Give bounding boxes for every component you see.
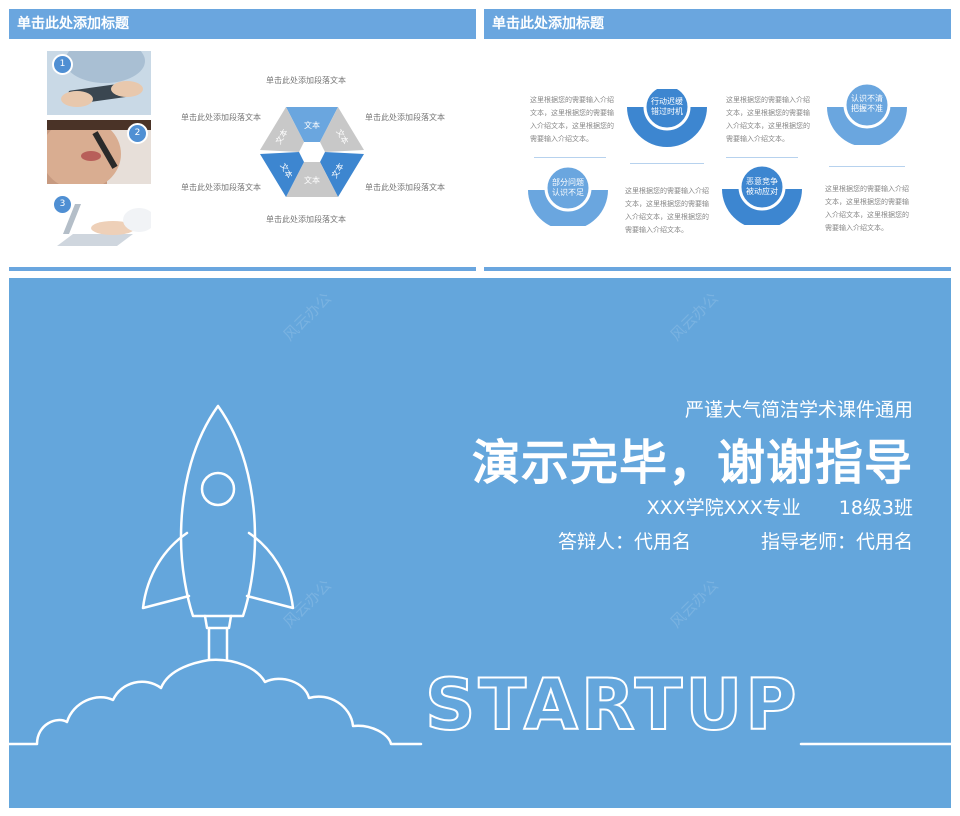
slide-title: 单击此处添加标题: [484, 9, 951, 39]
step-number-1: 1: [52, 54, 73, 75]
wheel-segment: [320, 152, 364, 197]
class-text: 18级3班: [838, 497, 913, 519]
slide-subtitle: 严谨大气简洁学术课件通用: [684, 399, 913, 421]
college-class-line: XXX学院XXX专业 18级3班: [647, 493, 913, 520]
college-text: XXX学院XXX专业: [646, 497, 801, 519]
item-label: 行动迟缓错过时机: [651, 97, 683, 116]
item-paragraph: 这里根据您的需要输入介绍文本，这里根据您的需要输入介绍文本，这里根据您的需要输入…: [625, 187, 709, 234]
presenter-advisor-line: 答辩人：代用名 指导老师：代用名: [558, 527, 913, 554]
item-label: 恶意竞争被动应对: [746, 177, 778, 196]
divider-line: [534, 157, 606, 158]
hexagon-wheel-diagram: 文本 文本 文本 文本 文本 文本: [260, 107, 364, 197]
wheel-segment: [286, 107, 338, 142]
main-slide[interactable]: 风云办公 风云办公 风云办公 风云办公 STARTUP 严谨大气简洁学术课件通用…: [9, 278, 951, 808]
presenter-text: 答辩人：代用名: [557, 531, 691, 553]
slide-bottom-bar: [9, 267, 476, 271]
semicircle-item-1: 行动迟缓错过时机: [627, 83, 707, 151]
divider-line: [630, 163, 704, 164]
rocket-outline-icon: [9, 404, 951, 746]
paragraph-label: 单击此处添加段落文本: [365, 183, 445, 192]
intro-paragraph: 这里根据您的需要输入介绍文本，这里根据您的需要输入介绍文本，这里根据您的需要输入…: [530, 96, 614, 143]
paragraph-label: 单击此处添加段落文本: [266, 76, 346, 85]
paragraph-label: 单击此处添加段落文本: [266, 215, 346, 224]
slide-bottom-bar: [484, 267, 951, 271]
item-label: 部分问题认识不足: [552, 178, 584, 197]
divider-line: [726, 157, 798, 158]
wheel-segment: [286, 162, 338, 197]
item-paragraph: 这里根据您的需要输入介绍文本，这里根据您的需要输入介绍文本，这里根据您的需要输入…: [726, 96, 810, 143]
wheel-segment: [260, 107, 304, 152]
divider-line: [829, 166, 905, 167]
semicircle-item-3: 部分问题认识不足: [528, 164, 608, 230]
startup-wordmark: STARTUP: [424, 664, 800, 746]
paragraph-label: 单击此处添加段落文本: [181, 183, 261, 192]
wheel-segment: [260, 152, 304, 197]
item-label: 认识不清把握不准: [851, 94, 883, 113]
paragraph-label: 单击此处添加段落文本: [181, 113, 261, 122]
advisor-text: 指导老师：代用名: [760, 531, 913, 553]
wheel-segment: [320, 107, 364, 152]
photo-person-phone: [47, 120, 151, 184]
paragraph-label: 单击此处添加段落文本: [365, 113, 445, 122]
slide-main-title: 演示完毕，谢谢指导: [471, 435, 913, 491]
item-paragraph: 这里根据您的需要输入介绍文本，这里根据您的需要输入介绍文本，这里根据您的需要输入…: [825, 185, 909, 232]
wheel-segment-text: 文本: [304, 120, 320, 130]
wheel-segment-text: 文本: [304, 175, 320, 185]
slide-thumbnail-2[interactable]: 单击此处添加标题 这里根据您的需要输入介绍文本，这里根据您的需要输入介绍文本，这…: [484, 9, 951, 271]
step-number-3: 3: [52, 194, 73, 215]
semicircle-item-2: 认识不清把握不准: [827, 81, 907, 147]
step-number-2: 2: [127, 123, 148, 144]
slide-title: 单击此处添加标题: [9, 9, 476, 39]
slide-thumbnail-1[interactable]: 单击此处添加标题 1 2 3 单击此处添加: [9, 9, 476, 271]
semicircle-item-4: 恶意竞争被动应对: [722, 163, 802, 229]
